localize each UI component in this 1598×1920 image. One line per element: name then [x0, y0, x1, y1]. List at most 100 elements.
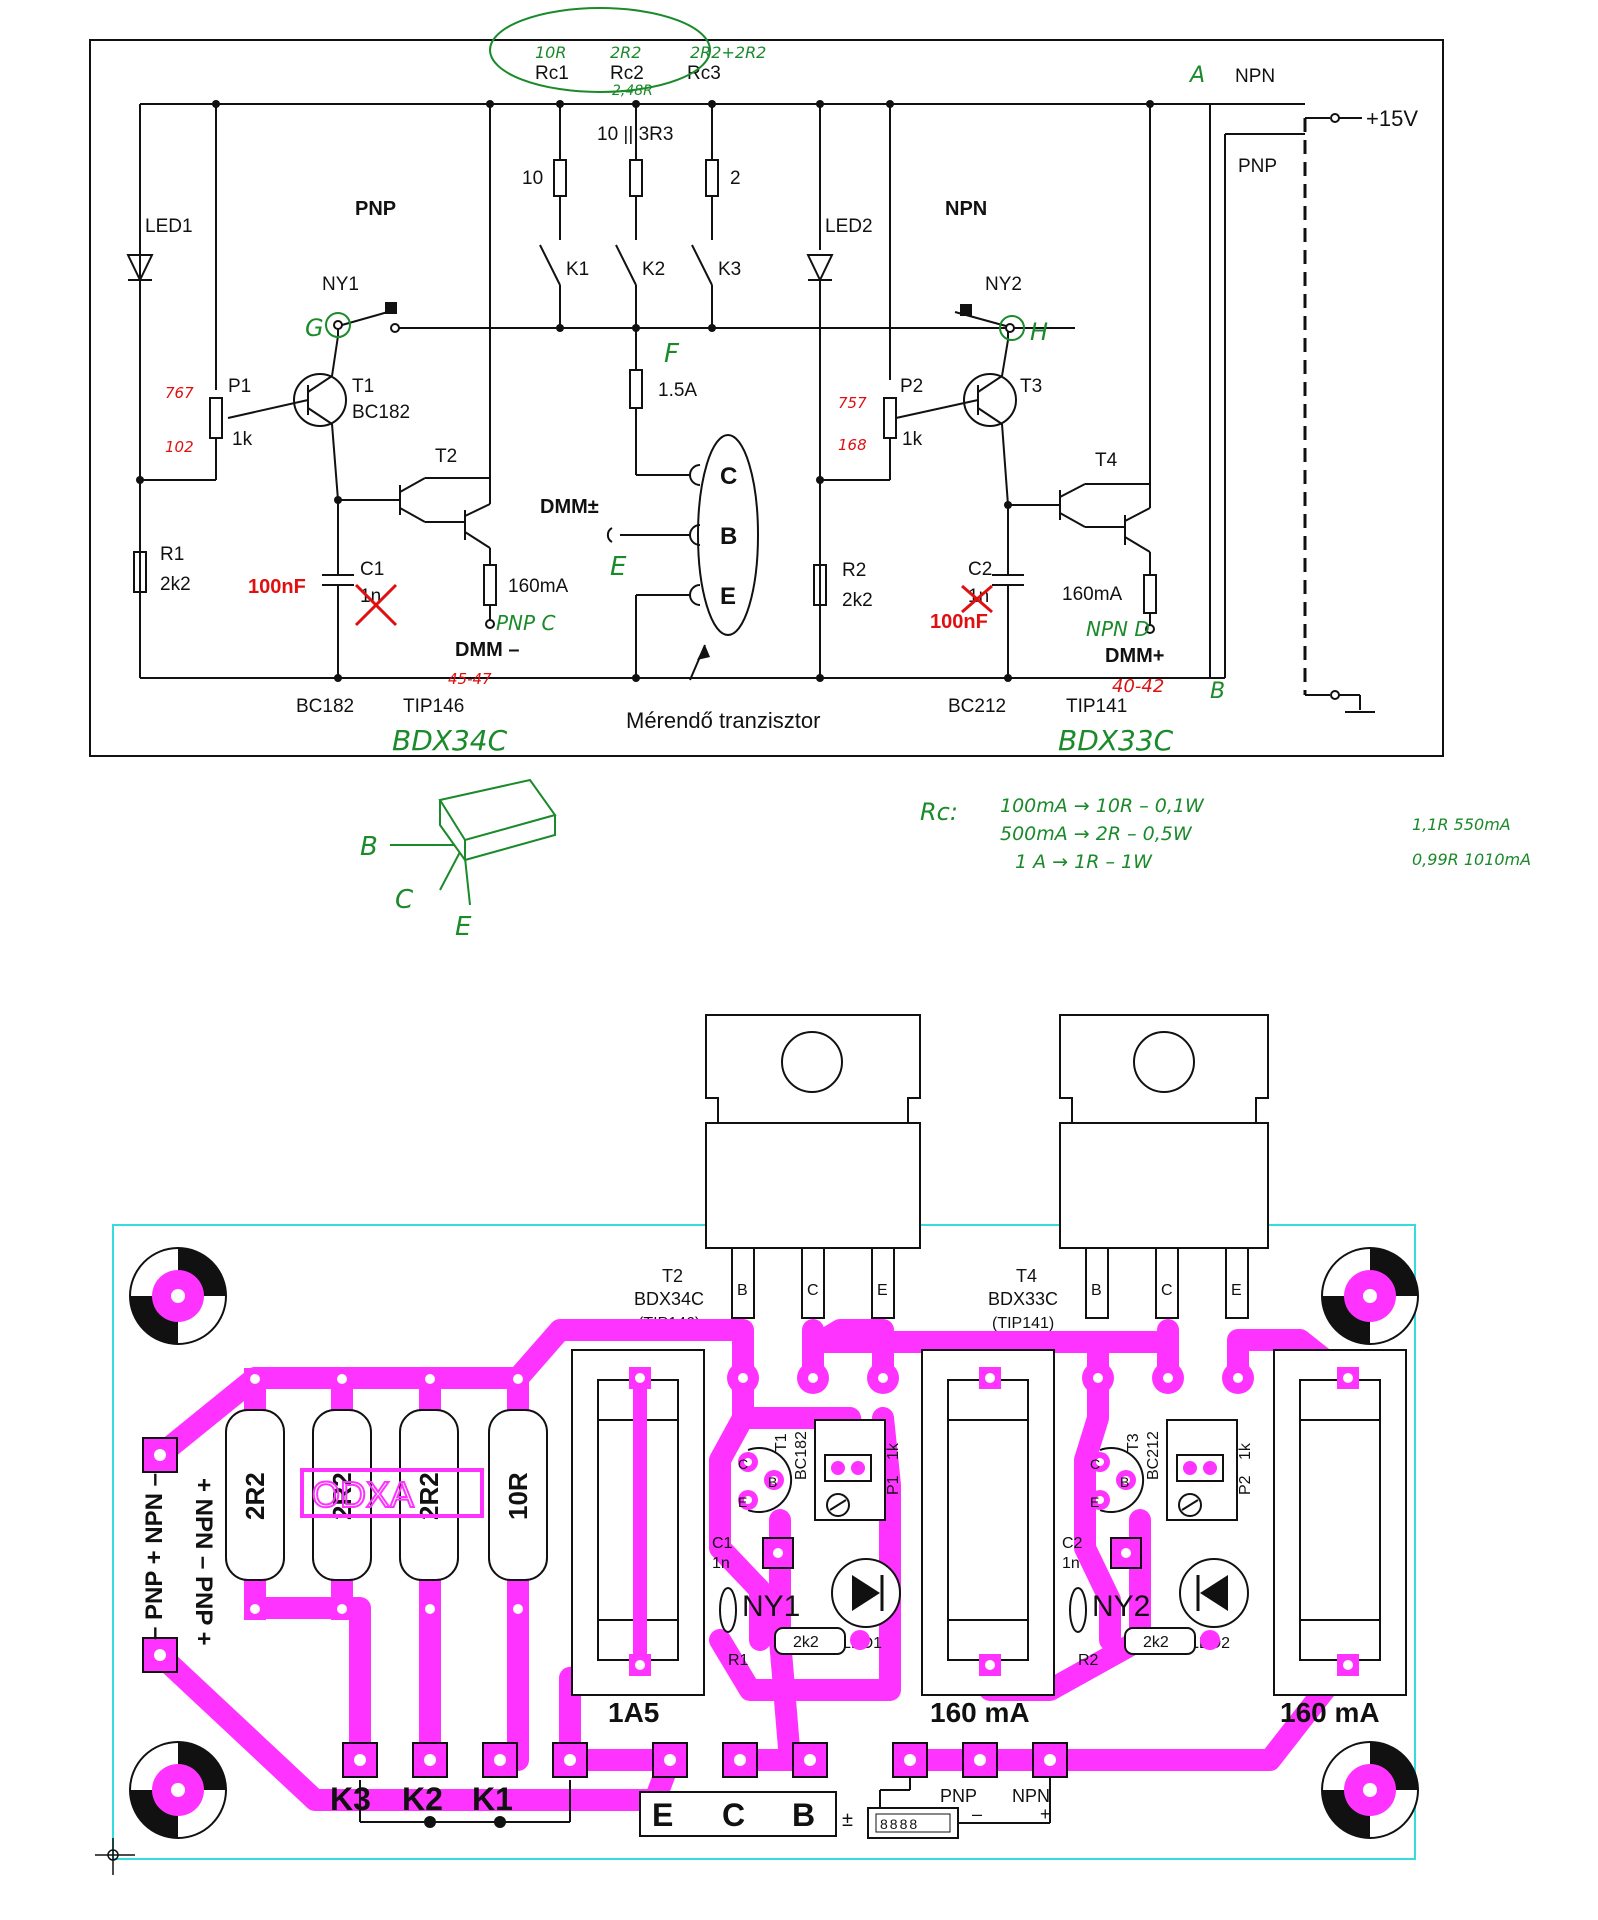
supply-label: +15V	[1366, 106, 1418, 131]
r2-footprint: 2k2 R2	[1078, 1627, 1220, 1669]
r-10r-label: 10R	[503, 1472, 533, 1520]
mounting-hole-bl	[129, 1741, 227, 1839]
t4-pcb-alt: (TIP141)	[992, 1315, 1054, 1332]
p2-pcb-label: P2	[1237, 1475, 1254, 1495]
dmm-minus-pcb: –	[972, 1804, 982, 1824]
k1-pcb-label: K1	[472, 1781, 513, 1817]
dmm-icon: 8888	[867, 1807, 959, 1839]
dut-pin-b: B	[720, 523, 737, 550]
pnp-rail-label: PNP	[1238, 156, 1277, 177]
dmm-pm-label: DMM±	[540, 496, 599, 518]
ny1-label: NY1	[322, 274, 359, 295]
pcb-layout: B C E T2 BDX34C (TIP146) B C E T4 BDX33C…	[95, 1014, 1419, 1875]
bc212-label: BC212	[948, 696, 1006, 717]
p2-high-note: 757	[838, 394, 867, 412]
t1-pcb-label: T1	[773, 1433, 790, 1452]
p1-low-note: 102	[165, 438, 194, 456]
c2-pcb-label: C2	[1062, 1535, 1083, 1552]
point-h: H	[1030, 318, 1048, 346]
t1-footprint: C B E T1 BC182	[738, 1431, 810, 1513]
npn-title: NPN	[945, 198, 987, 220]
c1-old-value: 1n	[360, 586, 381, 607]
ecb-c: C	[722, 1797, 745, 1833]
t3-pin-c: C	[1090, 1456, 1100, 1472]
led1-label: LED1	[145, 216, 193, 237]
fuse-160ma-b-label: 160 mA	[1280, 1697, 1380, 1728]
fuse-t4-label: 160mA	[1062, 584, 1123, 605]
rc3-value: 2	[730, 168, 741, 189]
t3-pin-e: E	[1090, 1494, 1099, 1510]
t2-package: B C E T2 BDX34C (TIP146)	[634, 1014, 921, 1332]
t3-footprint: C B E T3 BC212	[1090, 1431, 1162, 1513]
t1-type: BC182	[352, 402, 410, 423]
led1-footprint: LED1	[831, 1558, 901, 1652]
dut-caption: Mérendő tranzisztor	[626, 708, 820, 733]
pkg-e: E	[455, 912, 472, 942]
t3-pin-b: B	[1120, 1474, 1129, 1490]
ny2-label: NY2	[985, 274, 1022, 295]
c1-footprint: C1 1n NY1	[712, 1535, 800, 1633]
t2-pin-b: B	[737, 1282, 748, 1299]
rc-line-3: 1 A → 1R – 1W	[1015, 851, 1153, 873]
p2-low-note: 168	[838, 436, 867, 454]
rc-line-1: 100mA → 10R – 0,1W	[1000, 795, 1205, 817]
p1-footprint: P1 1k	[814, 1419, 902, 1521]
point-a: A	[1188, 63, 1205, 88]
r1-pcb-label: R1	[728, 1652, 749, 1669]
p1-value: 1k	[232, 429, 253, 450]
measure-1: 1,1R 550mA	[1412, 815, 1511, 834]
k3-pcb-label: K3	[330, 1781, 371, 1817]
resistor-2r2-c: 2R2	[399, 1409, 459, 1581]
fuse-1a5-label: 1A5	[608, 1697, 659, 1728]
dmm-plus-note: 40-42	[1112, 676, 1164, 697]
c2-footprint: C2 1n NY2	[1062, 1535, 1150, 1633]
t1-pin-c: C	[738, 1456, 748, 1472]
oval-note-1: 10R	[535, 43, 566, 62]
c1-pcb-value: 1n	[712, 1555, 730, 1572]
t4-pin-e: E	[1231, 1282, 1242, 1299]
fuse-main-label: 1.5A	[658, 380, 697, 401]
rc1-label: Rc1	[535, 63, 569, 84]
c1-pcb-label: C1	[712, 1535, 733, 1552]
rc2-label: Rc2	[610, 63, 644, 84]
point-g: G	[305, 314, 324, 342]
t4-pcb-label: T4	[1016, 1266, 1037, 1286]
r2-pcb-value: 2k2	[1143, 1634, 1169, 1651]
r1-footprint: 2k2 R1	[728, 1627, 870, 1669]
c1-label: C1	[360, 559, 384, 580]
svg-text:8888: 8888	[880, 1816, 919, 1832]
npn-d-note: NPN D	[1086, 617, 1150, 641]
t4-pcb-type: BDX33C	[988, 1289, 1058, 1309]
ny2-pcb-label: NY2	[1092, 1590, 1150, 1623]
ecb-e: E	[652, 1797, 673, 1833]
r1-label: R1	[160, 544, 184, 565]
dmm-plus-pcb: +	[1040, 1804, 1051, 1824]
ecb-b: B	[792, 1797, 815, 1833]
t2-pin-e: E	[877, 1282, 888, 1299]
r2-label: R2	[842, 560, 866, 581]
bottom-connector-row	[342, 1742, 1068, 1778]
resistor-10r: 10R	[488, 1409, 548, 1581]
t2-pcb-type: BDX34C	[634, 1289, 704, 1309]
rc1-value: 10	[522, 168, 543, 189]
ny1-pcb-label: NY1	[742, 1590, 800, 1623]
t1-pin-b: B	[768, 1474, 777, 1490]
pcb-side-label: – PNP + NPN –	[141, 1473, 168, 1640]
p2-value: 1k	[902, 429, 923, 450]
bdx33c-note: BDX33C	[1058, 724, 1174, 757]
fuse-160ma-a-label: 160 mA	[930, 1697, 1030, 1728]
c2-new-value: 100nF	[930, 611, 988, 633]
p1-label: P1	[228, 376, 251, 397]
t2-pcb-label: T2	[662, 1266, 683, 1286]
p2-pcb-value: 1k	[1237, 1442, 1254, 1460]
mounting-hole-tr	[1321, 1247, 1419, 1345]
k2-pcb-label: K2	[402, 1781, 443, 1817]
rc-title: Rc:	[920, 798, 958, 826]
tip146-label: TIP146	[403, 696, 464, 717]
mounting-hole-br	[1321, 1741, 1419, 1839]
led2-label: LED2	[825, 216, 873, 237]
pnp-c-note: PNP C	[496, 611, 555, 635]
k1-label: K1	[566, 259, 589, 280]
rc3-label: Rc3	[687, 63, 721, 84]
